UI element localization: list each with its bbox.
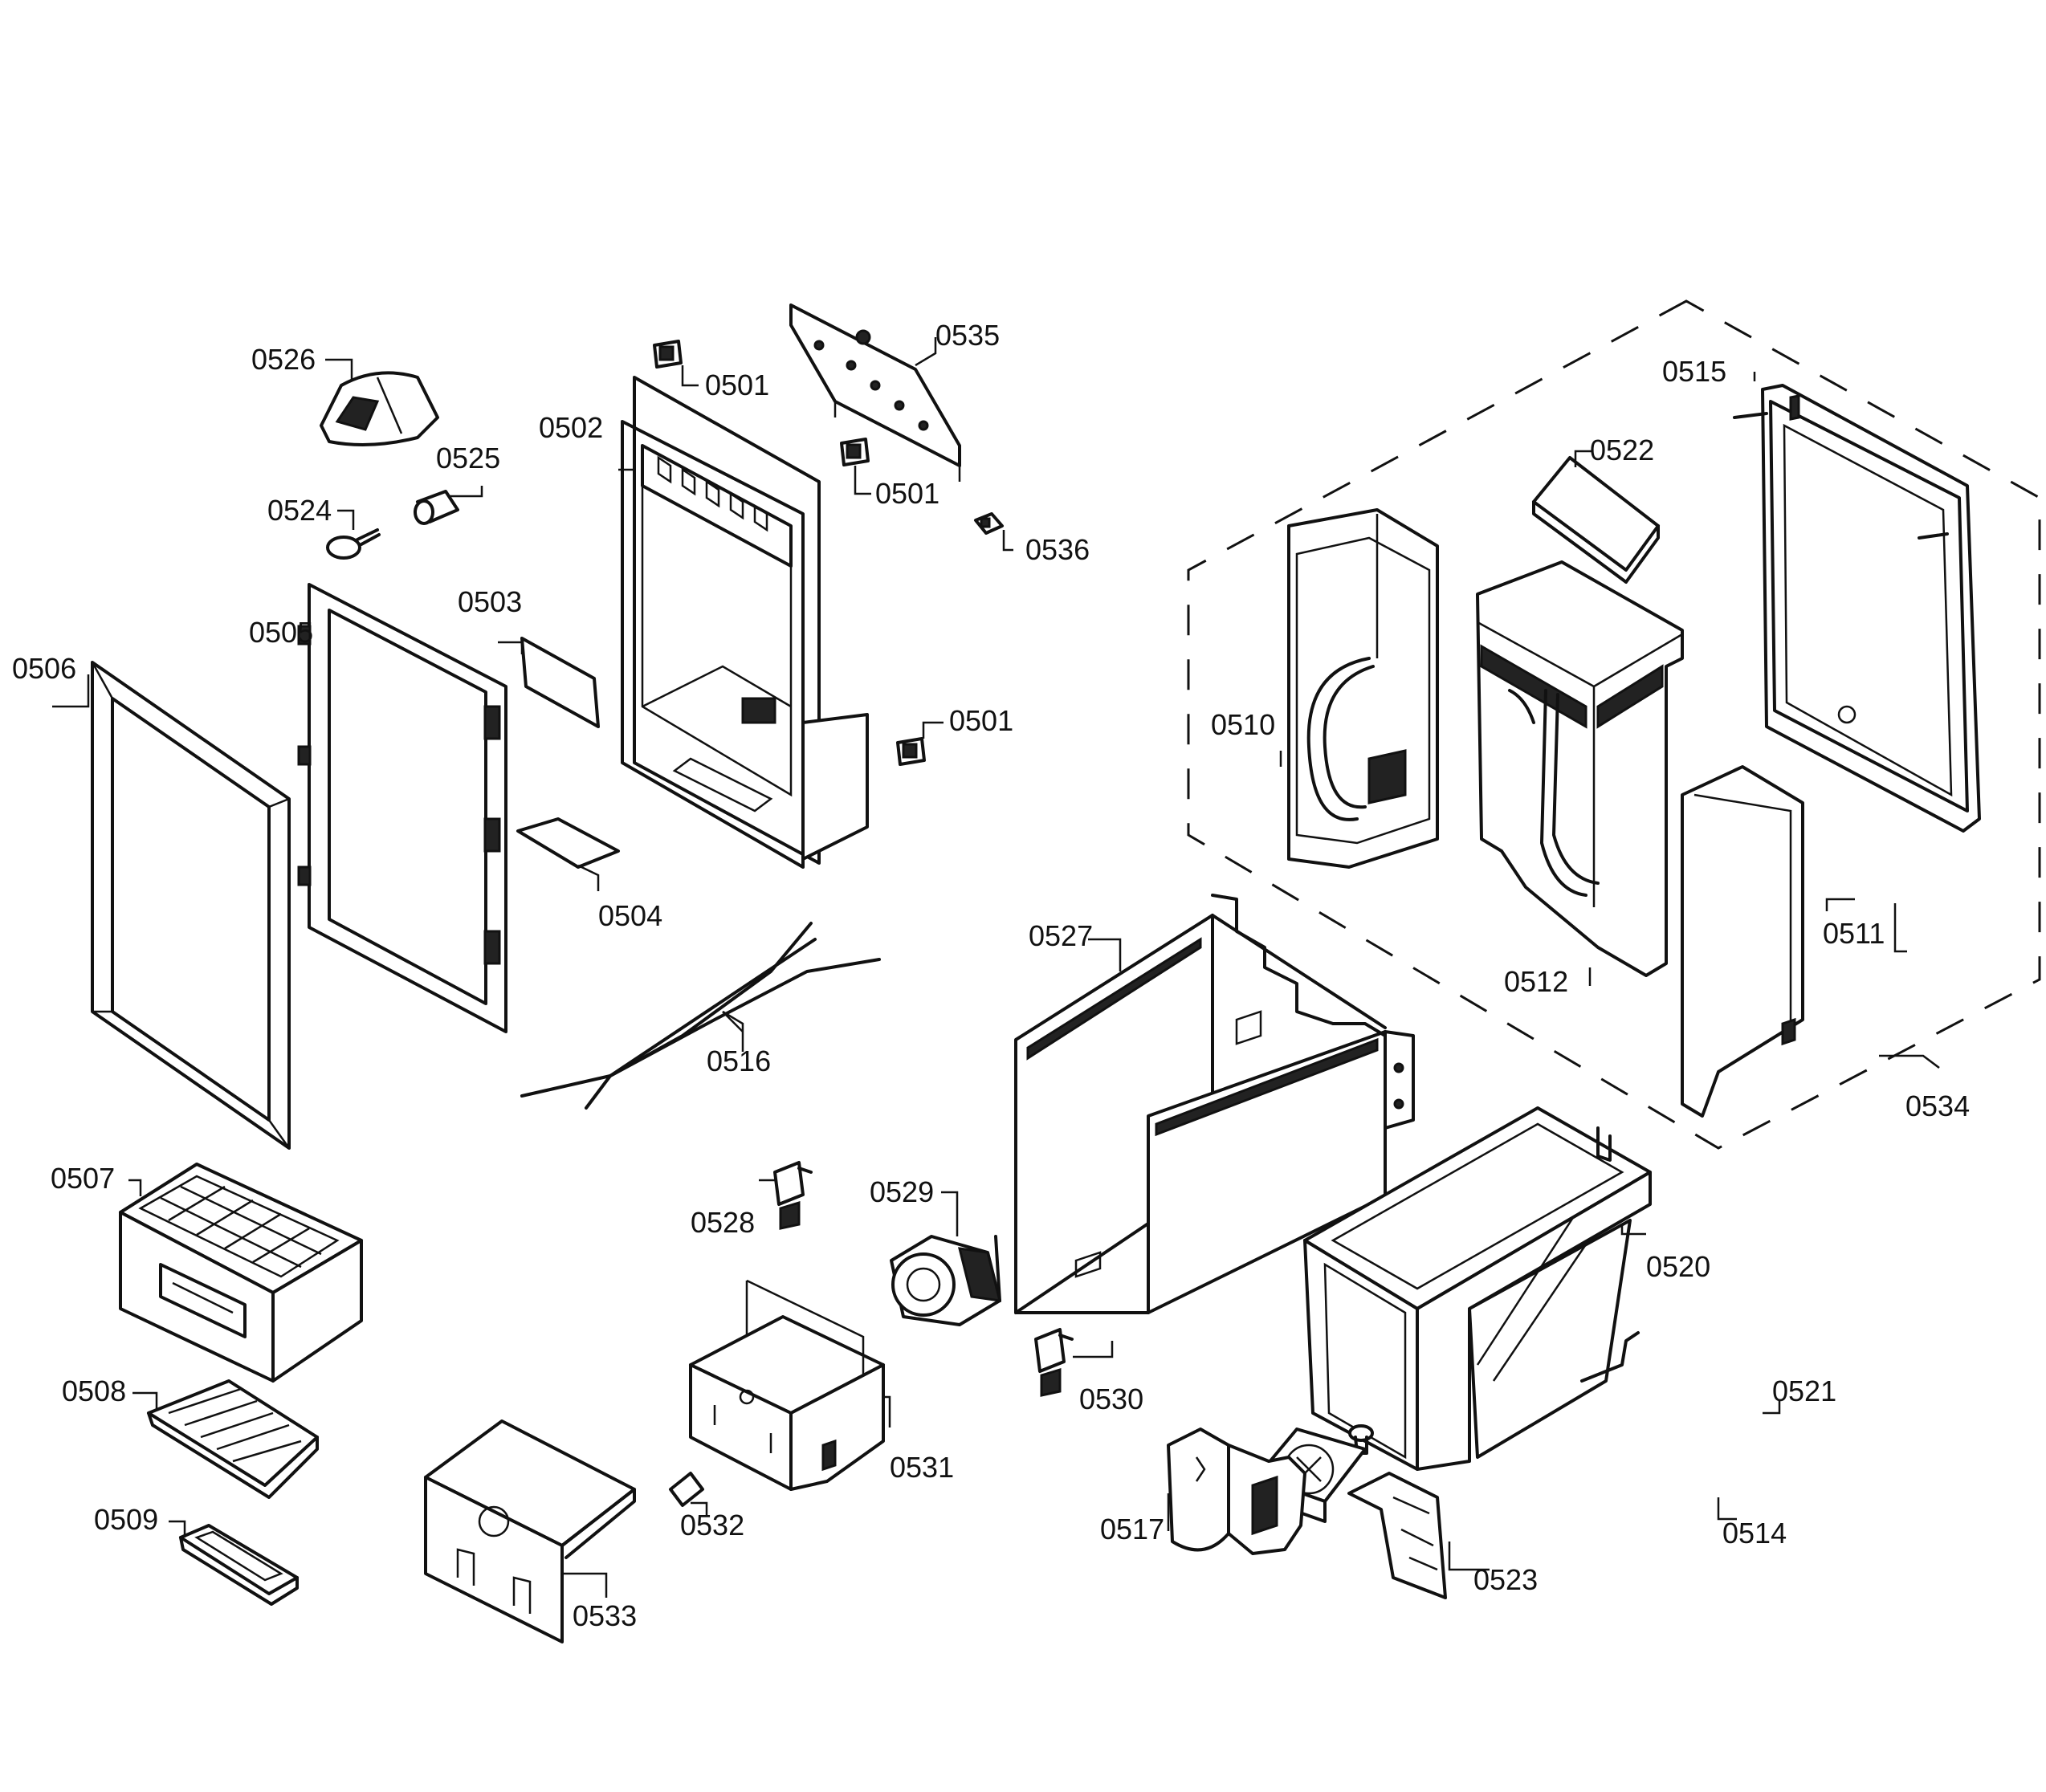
label-0529: 0529 <box>870 1175 934 1208</box>
label-0535: 0535 <box>935 319 1000 352</box>
part-0526-lamp-cover[interactable] <box>320 371 439 446</box>
part-0502-housing[interactable] <box>621 376 869 869</box>
label-0526: 0526 <box>251 343 316 376</box>
part-0501-clip-top[interactable] <box>653 340 683 369</box>
label-0528: 0528 <box>691 1206 755 1239</box>
part-0516-wire-harness[interactable] <box>520 922 881 1110</box>
label-0515: 0515 <box>1662 355 1726 388</box>
label-0503: 0503 <box>458 585 522 618</box>
part-0506-outer-frame[interactable] <box>91 661 291 1150</box>
label-0521: 0521 <box>1772 1375 1836 1407</box>
label-0501-mid: 0501 <box>875 477 939 510</box>
part-0525-socket[interactable] <box>414 490 459 525</box>
label-0512: 0512 <box>1504 965 1568 998</box>
part-0533-cover-plate[interactable] <box>424 1419 636 1643</box>
part-0536-clip[interactable] <box>974 512 1004 535</box>
part-0520-ice-bucket[interactable] <box>1303 1106 1652 1471</box>
label-0507: 0507 <box>51 1162 115 1195</box>
part-0510-icemaker-frame[interactable] <box>1287 508 1439 869</box>
part-0517-water-valve[interactable] <box>1167 1427 1306 1555</box>
leader-lines <box>52 337 1940 1598</box>
part-0532-clip[interactable] <box>669 1472 704 1507</box>
label-0508: 0508 <box>62 1375 126 1407</box>
part-0522-cover[interactable] <box>1532 456 1660 584</box>
part-labels: 0526 0524 0525 0506 0505 0503 0504 0502 … <box>12 319 1970 1632</box>
part-0501-clip-low[interactable] <box>896 737 926 766</box>
part-0509-drip-tray[interactable] <box>179 1524 299 1606</box>
label-0527: 0527 <box>1029 919 1093 952</box>
label-0506: 0506 <box>12 652 76 685</box>
label-0516: 0516 <box>707 1045 771 1077</box>
label-0511: 0511 <box>1823 917 1885 950</box>
part-0501-clip-mid[interactable] <box>840 438 870 466</box>
label-0501-low: 0501 <box>949 704 1013 737</box>
label-0501-top: 0501 <box>705 369 769 401</box>
label-0505: 0505 <box>249 616 313 649</box>
label-0514: 0514 <box>1722 1517 1787 1550</box>
part-0511-side-panel[interactable] <box>1681 765 1804 1118</box>
label-0525: 0525 <box>436 442 500 474</box>
label-0533: 0533 <box>573 1599 637 1632</box>
part-0530-solenoid[interactable] <box>1034 1328 1074 1397</box>
part-0524-bulb[interactable] <box>326 528 381 560</box>
part-0535-circuit-board[interactable] <box>789 303 961 482</box>
label-0517: 0517 <box>1100 1513 1164 1546</box>
label-0509: 0509 <box>94 1503 158 1536</box>
part-0523-bracket[interactable] <box>1347 1472 1447 1599</box>
label-0522: 0522 <box>1590 434 1654 466</box>
part-0505-inner-frame[interactable] <box>297 583 507 1033</box>
label-0531: 0531 <box>890 1451 954 1484</box>
label-0510: 0510 <box>1211 708 1275 741</box>
label-0536: 0536 <box>1025 533 1090 566</box>
part-0515-door[interactable] <box>1733 384 1981 833</box>
label-0520: 0520 <box>1646 1250 1710 1283</box>
label-0524: 0524 <box>267 494 332 527</box>
part-0508-tray[interactable] <box>147 1379 319 1499</box>
label-0502: 0502 <box>539 411 603 444</box>
part-0507-ice-bin[interactable] <box>119 1163 363 1383</box>
label-0530: 0530 <box>1079 1383 1143 1415</box>
assembly-boundary-0534 <box>1187 299 2041 1150</box>
label-0532: 0532 <box>680 1509 744 1542</box>
part-0531-motor-bracket[interactable] <box>689 1279 885 1491</box>
part-0512-icemaker-assembly[interactable] <box>1476 560 1684 977</box>
part-0504-plate[interactable] <box>516 817 620 869</box>
part-0528-solenoid[interactable] <box>773 1161 813 1230</box>
part-0529-auger-motor[interactable] <box>890 1235 1001 1326</box>
label-0504: 0504 <box>598 899 662 932</box>
part-0503-plate[interactable] <box>520 637 600 728</box>
label-0534: 0534 <box>1905 1089 1970 1122</box>
label-0523: 0523 <box>1473 1563 1538 1596</box>
